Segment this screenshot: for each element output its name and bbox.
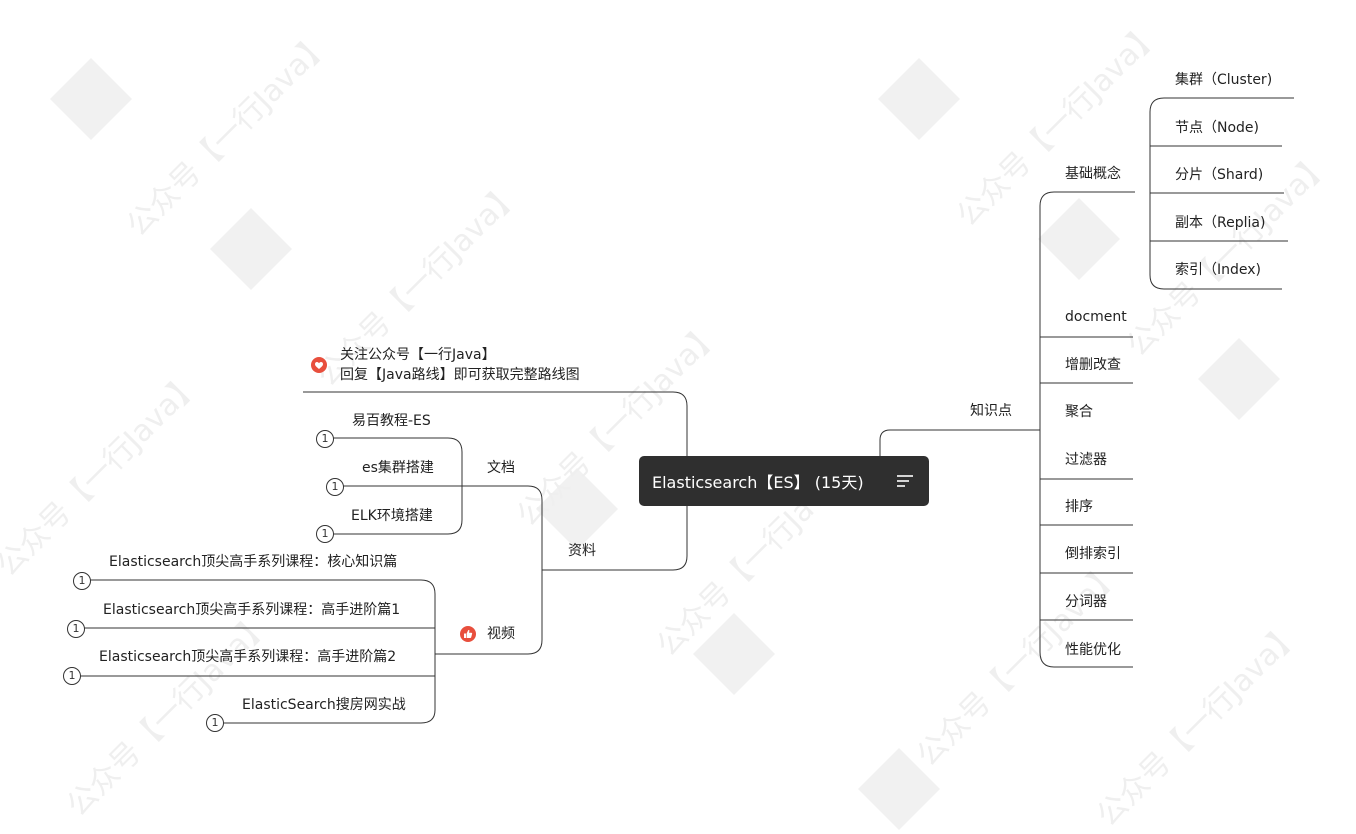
node-analyzer[interactable]: 分词器 [1065,594,1107,610]
note-line-2[interactable]: 回复【Java路线】即可获取完整路线图 [340,367,580,383]
node-filter[interactable]: 过滤器 [1065,452,1107,468]
connector-root-knowledge [879,429,1040,456]
doc-item-elk[interactable]: ELK环境搭建 [351,508,433,524]
video-item-advanced-2[interactable]: Elasticsearch顶尖高手系列课程：高手进阶篇2 [99,649,397,665]
node-performance[interactable]: 性能优化 [1065,642,1121,658]
video-item-core[interactable]: Elasticsearch顶尖高手系列课程：核心知识篇 [109,554,398,570]
count-badge: 1 [206,714,224,732]
node-inverted-index[interactable]: 倒排索引 [1065,546,1121,562]
count-badge: 1 [326,478,344,496]
doc-item-es-cluster[interactable]: es集群搭建 [362,460,434,476]
video-item-housing[interactable]: ElasticSearch搜房网实战 [242,697,406,713]
node-resources[interactable]: 资料 [568,543,596,559]
node-cluster[interactable]: 集群（Cluster) [1175,72,1273,88]
connector-root-note [303,391,688,481]
node-basic-concepts[interactable]: 基础概念 [1065,166,1121,182]
branch-knowledge-label[interactable]: 知识点 [970,403,1012,419]
count-badge: 1 [67,620,85,638]
node-shard[interactable]: 分片（Shard) [1175,167,1264,183]
node-videos[interactable]: 视频 [487,626,515,642]
root-node[interactable]: Elasticsearch【ES】 (15天) [639,456,929,506]
connector-knowledge-spine-lower [1039,430,1133,668]
count-badge: 1 [63,667,81,685]
node-replica[interactable]: 副本（Replia) [1175,215,1266,231]
node-node[interactable]: 节点（Node) [1175,120,1259,136]
menu-lines-icon[interactable] [897,474,913,488]
node-crud[interactable]: 增删改查 [1065,357,1121,373]
heart-icon [311,357,327,373]
root-title: Elasticsearch【ES】 (15天) [652,473,864,492]
thumbs-up-icon [460,626,476,642]
mind-map-canvas: 公众号【一行Java】 公众号【一行Java】 公众号【一行Java】 公众号【… [0,15,1338,833]
connector-basic-spine [1149,97,1294,192]
count-badge: 1 [316,525,334,543]
count-badge: 1 [73,572,91,590]
note-line-1[interactable]: 关注公众号【一行Java】 [340,347,496,363]
count-badge: 1 [316,430,334,448]
doc-item-yibai[interactable]: 易百教程-ES [352,413,431,429]
connector-knowledge-spine [1039,191,1135,430]
connector-root-resources [542,480,688,571]
connector-lines [76,97,1294,724]
node-aggregation[interactable]: 聚合 [1065,404,1093,420]
node-document[interactable]: docment [1065,309,1127,325]
node-sort[interactable]: 排序 [1065,499,1093,515]
node-docs[interactable]: 文档 [487,460,515,476]
node-index[interactable]: 索引（Index) [1175,262,1262,278]
video-item-advanced-1[interactable]: Elasticsearch顶尖高手系列课程：高手进阶篇1 [103,602,401,618]
